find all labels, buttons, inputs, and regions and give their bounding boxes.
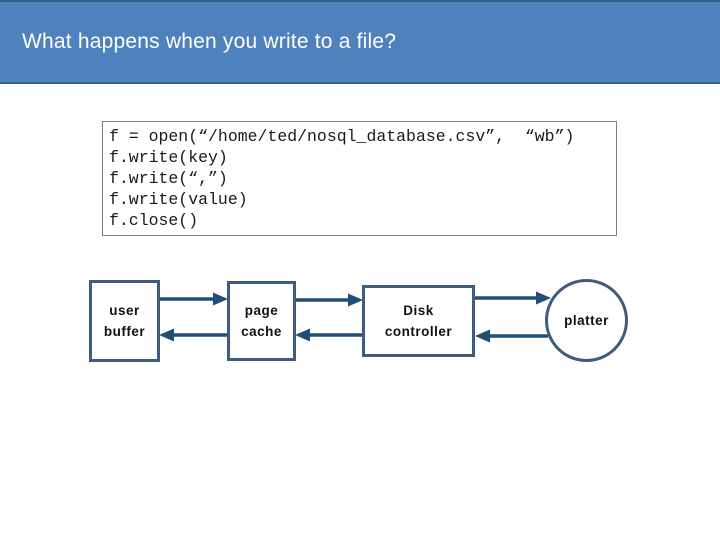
diagram-node-page-cache: page cache <box>227 281 296 361</box>
node-label: controller <box>384 324 453 339</box>
code-block: f = open(“/home/ted/nosql_database.csv”,… <box>102 121 617 236</box>
arrow-disk-controller-to-platter-icon <box>475 291 551 305</box>
code-line: f.close() <box>109 211 199 230</box>
page-title: What happens when you write to a file? <box>22 30 397 53</box>
arrow-user-buffer-to-page-cache-icon <box>160 292 228 306</box>
node-label: user <box>109 303 140 318</box>
code-line: f.write(key) <box>109 148 228 167</box>
arrow-disk-controller-to-page-cache-icon <box>295 328 362 342</box>
arrow-page-cache-to-user-buffer-icon <box>159 328 227 342</box>
node-label: Disk <box>403 303 434 318</box>
code-line: f.write(value) <box>109 190 248 209</box>
arrow-page-cache-to-disk-controller-icon <box>296 293 363 307</box>
diagram-node-disk-controller: Disk controller <box>362 285 475 357</box>
node-label: platter <box>564 313 609 328</box>
node-label: page <box>244 303 279 318</box>
diagram-node-user-buffer: user buffer <box>89 280 160 362</box>
arrow-platter-to-disk-controller-icon <box>475 329 548 343</box>
code-line: f = open(“/home/ted/nosql_database.csv”,… <box>109 127 575 146</box>
diagram-node-platter: platter <box>545 279 628 362</box>
slide-title-bar: What happens when you write to a file? <box>0 0 720 84</box>
node-label: cache <box>241 324 282 339</box>
node-label: buffer <box>103 324 146 339</box>
code-line: f.write(“,”) <box>109 169 228 188</box>
